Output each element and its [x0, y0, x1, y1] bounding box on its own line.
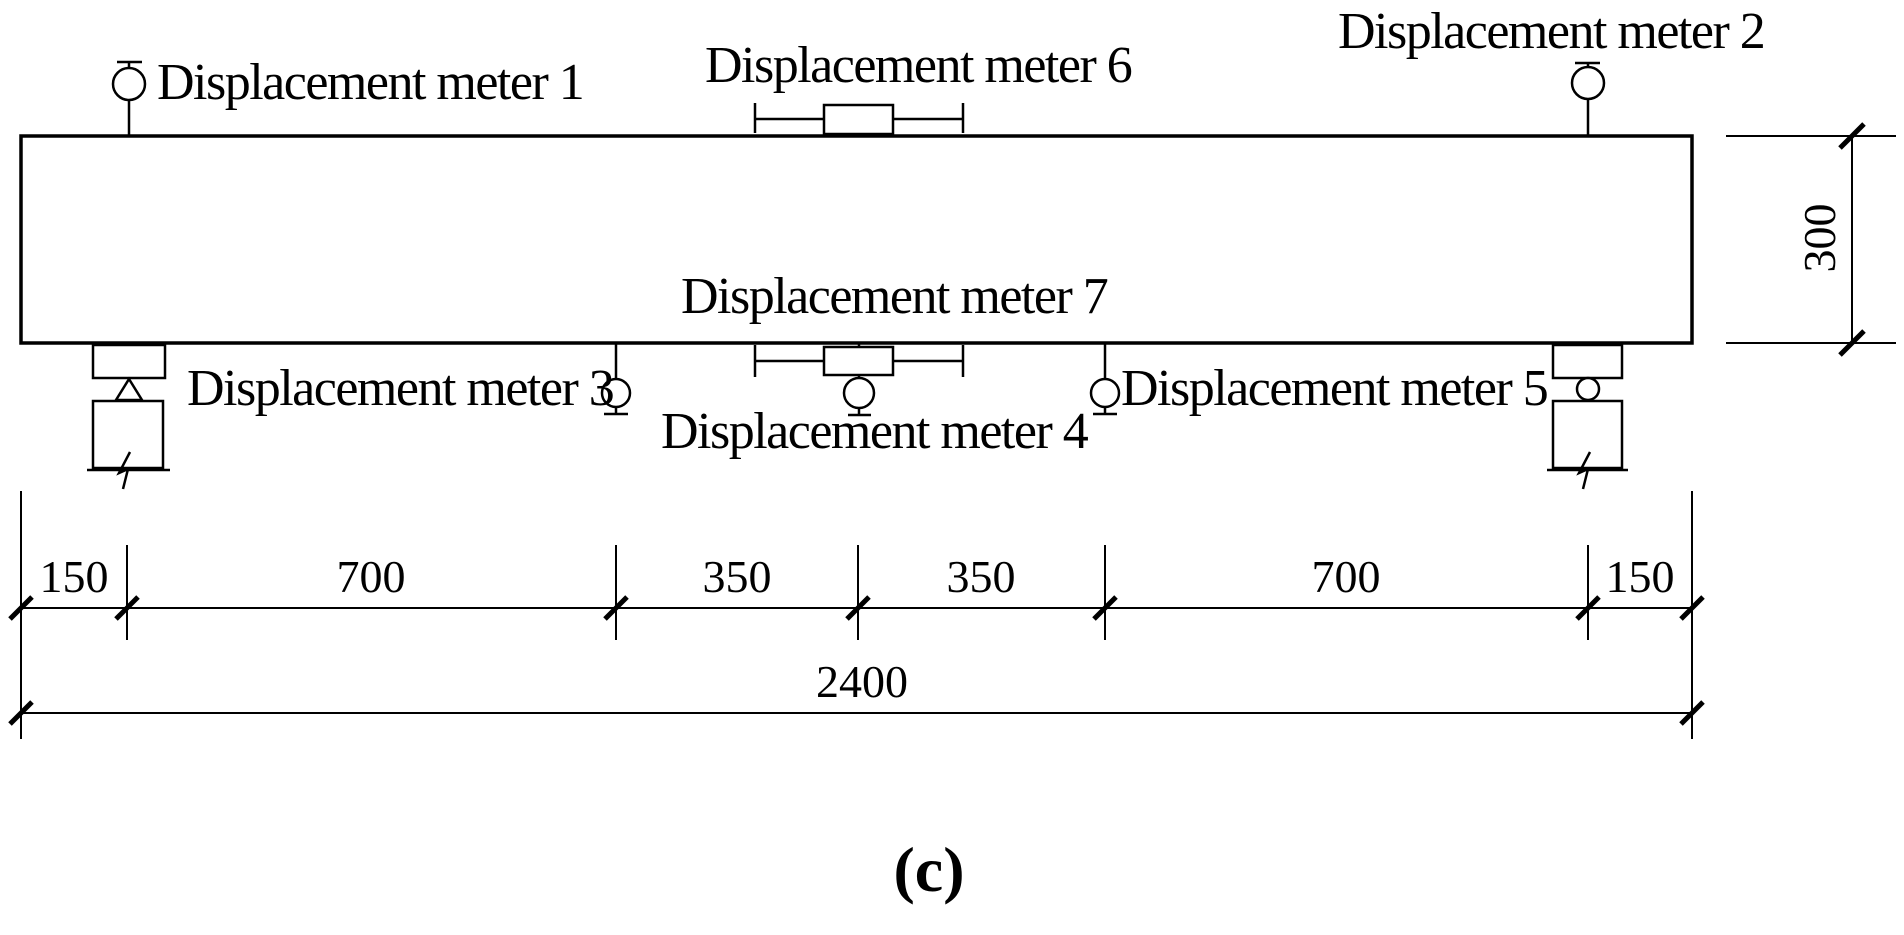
dim-150-right: 150 [1605, 551, 1675, 602]
beam-outline [19, 134, 1694, 345]
depth-dim-tick-top [1838, 122, 1866, 150]
meter-2-dial-circle [1570, 65, 1606, 101]
dim-beam-depth: 300 [1794, 203, 1845, 273]
meter-7-body [822, 345, 895, 377]
meter-6-body [822, 103, 895, 136]
meter-5-symbol [1089, 343, 1121, 416]
meter-1-dial-circle [111, 66, 147, 102]
dim-150-left: 150 [39, 551, 109, 602]
dim-350-right: 350 [946, 551, 1016, 602]
right-support-break-symbol [1576, 451, 1592, 490]
meter-1-label: Displacement meter 1 [157, 54, 585, 111]
meter-3-symbol [600, 343, 632, 416]
meter-5-dial-circle [1089, 377, 1121, 409]
right-support-plate [1551, 343, 1624, 380]
segment-dim-ticks [8, 595, 1705, 621]
meter-7-label: Displacement meter 7 [681, 268, 1109, 325]
overall-dimension-row [8, 700, 1705, 726]
left-support-break-symbol [116, 451, 132, 490]
left-support-plate [91, 343, 167, 380]
meter-3-label: Displacement meter 3 [187, 360, 615, 417]
depth-dimension [1726, 122, 1896, 357]
left-support-pin-triangle [113, 376, 145, 402]
right-roller-support [1547, 343, 1628, 490]
segment-dimension-row [8, 491, 1705, 739]
meter-5-label: Displacement meter 5 [1121, 360, 1549, 417]
meter-6-symbol [753, 103, 965, 136]
meter-4-label: Displacement meter 4 [661, 403, 1089, 460]
meter-6-label: Displacement meter 6 [705, 37, 1133, 94]
dim-350-left: 350 [702, 551, 772, 602]
meter-2-label: Displacement meter 2 [1338, 3, 1766, 60]
meter-1-symbol [111, 60, 147, 136]
dim-700-left: 700 [336, 551, 406, 602]
meter-7-symbol [753, 343, 965, 378]
overall-dim-tick-right [1679, 700, 1705, 726]
meter-2-symbol [1570, 61, 1606, 136]
depth-dim-tick-bottom [1838, 329, 1866, 357]
right-support-roller-circle [1575, 376, 1601, 402]
dim-total-length: 2400 [816, 656, 908, 707]
dim-700-right: 700 [1311, 551, 1381, 602]
figure-caption: (c) [893, 834, 965, 905]
left-pin-support [87, 343, 170, 490]
overall-dim-tick-left [8, 700, 34, 726]
meter-4-symbol [842, 376, 876, 417]
